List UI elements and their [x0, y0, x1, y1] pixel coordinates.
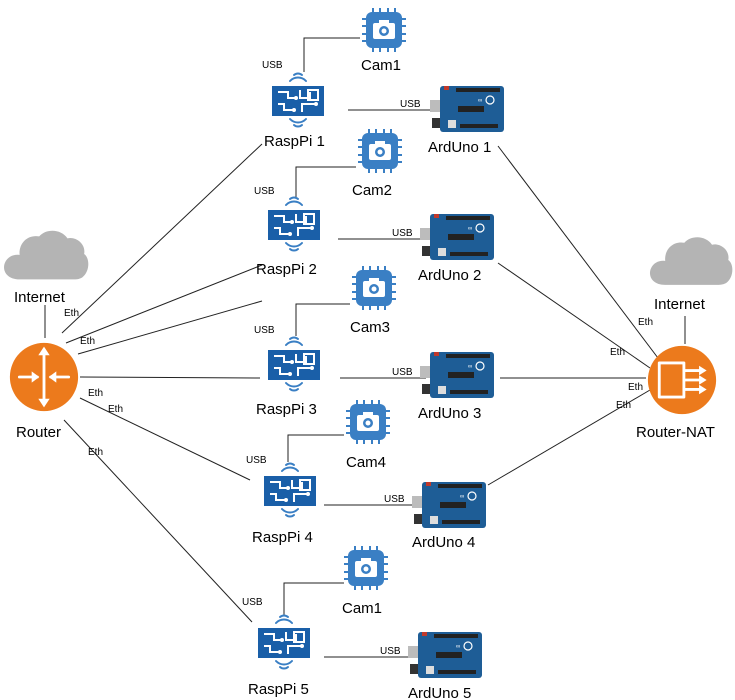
usb-rpi3-cam3 — [295, 303, 350, 336]
router-rpi5-link — [63, 419, 253, 623]
right-internet-label: Internet — [654, 296, 706, 313]
ard1-nat-link — [497, 145, 659, 359]
rpi-label-2: RaspPi 2 — [256, 261, 317, 278]
arduino-board-icon-1 — [430, 85, 505, 133]
usb-rpi1-cam1 — [303, 37, 360, 72]
camera-chip-icon-2 — [357, 128, 403, 174]
arduino-label-2: ArdUno 2 — [418, 267, 481, 284]
eth-label-router-2: Eth — [80, 336, 95, 347]
camera-chip-icon-3 — [351, 265, 397, 311]
eth-label-nat-4: Eth — [616, 400, 631, 411]
usb-label-cam5: USB — [242, 597, 263, 608]
usb-label-ard4: USB — [384, 494, 405, 505]
eth-label-nat-3: Eth — [628, 382, 643, 393]
router-rpi3-direct-link — [79, 376, 261, 379]
router-icon — [8, 341, 80, 413]
router-rpi4-link — [79, 397, 251, 481]
router-rpi2-link — [65, 264, 263, 344]
usb-rpi5-cam5 — [283, 582, 344, 615]
ard2-nat-link — [497, 262, 651, 369]
rpi-board-icon-2 — [267, 196, 321, 252]
eth-label-nat-2: Eth — [610, 347, 625, 358]
router-rpi1-link — [61, 143, 263, 334]
camera-chip-icon-1 — [361, 7, 407, 53]
cam-label-5: Cam1 — [342, 600, 382, 617]
usb-label-ard1: USB — [400, 99, 421, 110]
usb-label-cam2: USB — [254, 186, 275, 197]
arduino-label-3: ArdUno 3 — [418, 405, 481, 422]
arduino-label-1: ArdUno 1 — [428, 139, 491, 156]
cam-label-2: Cam2 — [352, 182, 392, 199]
rpi-board-icon-1 — [271, 72, 325, 128]
eth-label-router-3: Eth — [88, 388, 103, 399]
usb-rpi4-cam4 — [287, 434, 344, 462]
rpi-label-5: RaspPi 5 — [248, 681, 309, 698]
left-internet-cloud-icon — [4, 230, 89, 280]
router-label: Router — [16, 424, 61, 441]
cam-label-3: Cam3 — [350, 319, 390, 336]
left-internet-label: Internet — [14, 289, 66, 306]
camera-chip-icon-5 — [343, 545, 389, 591]
usb-label-ard5: USB — [380, 646, 401, 657]
usb-label-cam1: USB — [262, 60, 283, 71]
arduino-label-4: ArdUno 4 — [412, 534, 475, 551]
right-internet-cloud-icon — [649, 237, 733, 285]
cam-label-1: Cam1 — [361, 57, 401, 74]
rpi-board-icon-5 — [257, 614, 311, 670]
eth-label-router-1: Eth — [64, 308, 79, 319]
eth-label-router-5: Eth — [88, 447, 103, 458]
rpi-label-4: RaspPi 4 — [252, 529, 313, 546]
rpi-board-icon-3 — [267, 336, 321, 392]
rpi-label-1: RaspPi 1 — [264, 133, 325, 150]
usb-label-cam3: USB — [254, 325, 275, 336]
arduino-board-icon-2 — [420, 213, 495, 261]
router-nat-icon — [646, 344, 718, 416]
ard4-nat-link — [487, 389, 651, 486]
usb-label-cam4: USB — [246, 455, 267, 466]
cam-label-4: Cam4 — [346, 454, 386, 471]
arduino-board-icon-3 — [420, 351, 495, 399]
eth-label-router-4: Eth — [108, 404, 123, 415]
arduino-board-icon-5 — [408, 631, 483, 679]
arduino-label-5: ArdUno 5 — [408, 685, 471, 700]
usb-rpi2-cam2 — [295, 166, 356, 197]
router-nat-label: Router-NAT — [636, 424, 715, 441]
usb-label-ard3: USB — [392, 367, 413, 378]
camera-chip-icon-4 — [345, 399, 391, 445]
rpi-label-3: RaspPi 3 — [256, 401, 317, 418]
connection-lines — [44, 37, 686, 658]
arduino-board-icon-4 — [412, 481, 487, 529]
rpi-board-icon-4 — [263, 462, 317, 518]
eth-label-nat-1: Eth — [638, 317, 653, 328]
usb-label-ard2: USB — [392, 228, 413, 239]
router-rpi3-link — [77, 300, 263, 355]
